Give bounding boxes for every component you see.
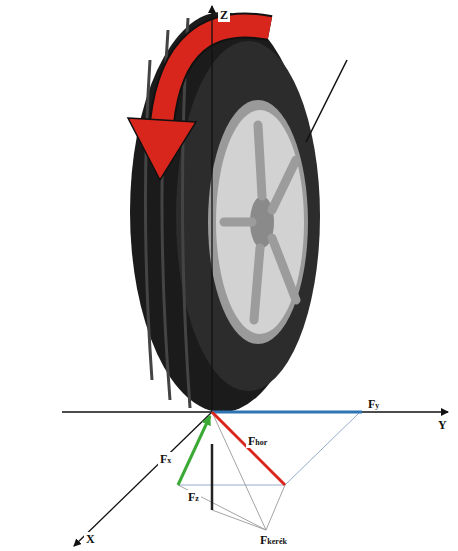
force-label: Fz <box>186 490 201 504</box>
fz-vector <box>211 444 214 510</box>
axis-label: Y <box>436 418 449 432</box>
construction-lines <box>178 412 360 485</box>
rotation-arrow <box>128 26 270 180</box>
resultant-lines <box>178 412 285 530</box>
axis-label: X <box>84 532 97 546</box>
fy-vector <box>212 411 362 414</box>
leader-line <box>306 60 347 142</box>
force-label: Fkerék <box>258 533 289 547</box>
tire-drawing <box>130 12 320 412</box>
fx-vector <box>178 416 210 485</box>
axis-label: Z <box>218 8 230 22</box>
force-label: Fy <box>366 397 381 411</box>
z-axis <box>211 6 212 412</box>
y-axis <box>62 411 448 412</box>
fhor-vector <box>212 412 285 485</box>
force-label: Fhor <box>246 434 269 448</box>
x-axis <box>74 412 212 546</box>
force-label: Fx <box>158 452 173 466</box>
